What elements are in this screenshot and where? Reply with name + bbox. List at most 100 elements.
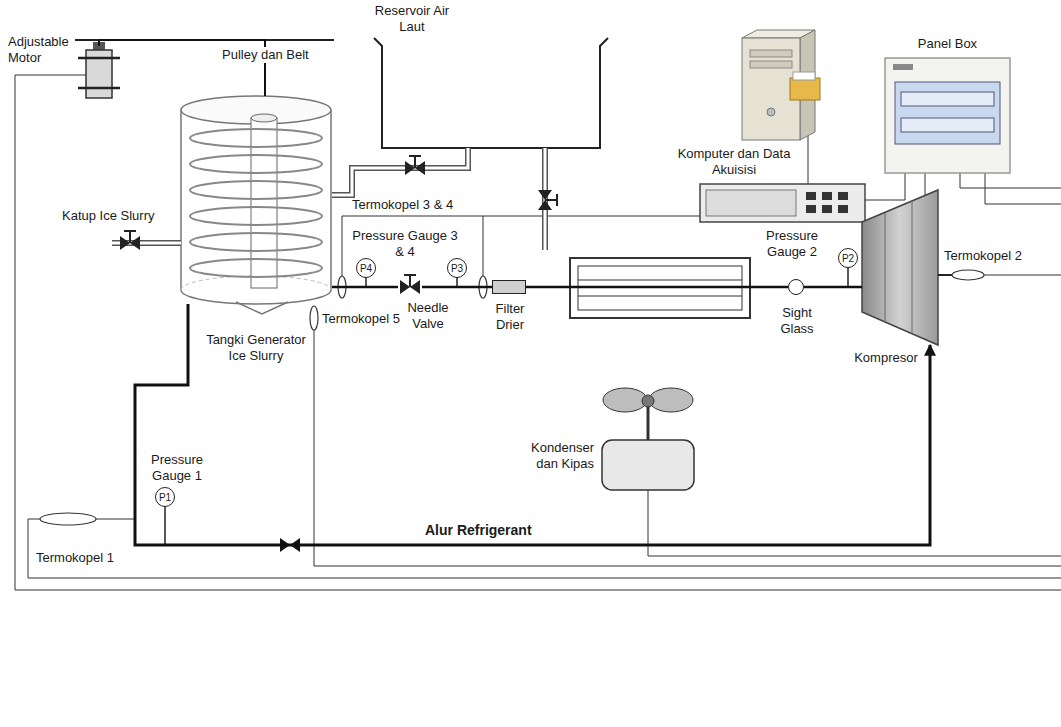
computer-tower	[742, 30, 820, 140]
data-acquisition-part	[838, 205, 848, 213]
edge-label: Alur Refrigerant	[422, 522, 535, 538]
generator-tank-part	[190, 155, 322, 173]
callout-label: Termokopel 3 & 4	[352, 197, 453, 213]
gauge-stubs-part	[456, 277, 458, 287]
signal-wires-part	[314, 330, 1061, 566]
refrigerant-line	[526, 286, 788, 289]
pipe-connector	[332, 148, 468, 195]
compressor-part	[912, 201, 913, 334]
fan-box-node: Kondenser dan Kipas	[602, 440, 694, 490]
generator-tank-part	[251, 118, 277, 288]
signal-wires-part	[985, 173, 1061, 204]
callout-label: Pressure Gauge 2	[752, 228, 832, 260]
pressure-gauge: P4	[356, 258, 376, 278]
computer-tower-part	[790, 78, 820, 100]
panel-box-part	[893, 64, 913, 70]
generator-tank-part	[190, 259, 322, 277]
inline-valves-part	[414, 156, 416, 168]
part-label: Filter Drier	[485, 301, 535, 333]
pressure-gauge: P2	[838, 248, 858, 268]
callout-label: Pressure Gauge 3 & 4	[350, 228, 460, 260]
thermocouples-part	[310, 306, 318, 330]
generator-tank-part	[190, 129, 322, 147]
needle-valve-symbol-part	[404, 274, 416, 276]
data-acquisition-part	[806, 205, 816, 213]
seawater-reservoir-part	[545, 199, 557, 201]
part-label: Kompresor	[848, 350, 924, 366]
signal-wires-part	[984, 275, 1061, 276]
data-acquisition-part	[706, 190, 796, 216]
signal-wires-part	[925, 173, 926, 196]
part-label: Needle Valve	[398, 300, 458, 332]
panel-box-part	[901, 92, 994, 106]
gauge-label: P1	[159, 492, 171, 503]
part-label: Tangki Generator Ice Slurry	[200, 332, 312, 364]
generator-tank-part	[181, 290, 331, 304]
pressure-gauge: P3	[447, 258, 467, 278]
gauge-stubs-part	[365, 277, 367, 287]
data-acquisition-part	[838, 192, 848, 200]
condenser-part	[578, 280, 742, 281]
generator-tank-part	[190, 207, 322, 225]
seawater-reservoir	[374, 38, 608, 250]
motor-node: Adjustable Motor	[84, 46, 114, 100]
thermocouples-part	[952, 270, 984, 280]
refrigerant-line	[332, 286, 398, 289]
daq-node: Komputer dan Data Akuisisi	[700, 184, 865, 222]
compressor-part	[885, 213, 886, 322]
panel-box	[885, 58, 1010, 173]
compressor	[862, 190, 952, 345]
gauge-label: P2	[842, 253, 854, 264]
generator-tank-part	[251, 114, 277, 122]
ice-slurry-valve-part	[124, 230, 136, 232]
sight-glass: Sight Glass	[788, 279, 804, 295]
motor-part	[265, 39, 334, 41]
generator-tank-part	[236, 302, 288, 314]
pipe-bore	[332, 148, 468, 195]
motor	[75, 40, 334, 98]
thermocouples-part	[96, 518, 135, 519]
refrigerant-line	[422, 286, 492, 289]
condenser-fan	[602, 388, 694, 490]
filter-drier: Filter Drier	[492, 280, 526, 294]
panel-box-part	[885, 58, 1010, 173]
part-label: Sight Glass	[777, 305, 817, 337]
computer-tower-part	[767, 108, 775, 116]
ice-slurry-valve-part	[129, 231, 131, 243]
signal-wires-part	[28, 519, 1061, 578]
generator-tank	[181, 96, 331, 314]
condenser-fan-part	[649, 388, 693, 412]
condenser-fan-part	[602, 440, 694, 490]
callout-label: Termokopel 1	[36, 550, 114, 566]
callout-label: Termokopel 5	[322, 311, 400, 327]
inline-valves	[280, 156, 425, 552]
part-label: Komputer dan Data Akuisisi	[666, 146, 802, 178]
gauge-label: P4	[360, 263, 372, 274]
panel-node: Panel Box	[885, 58, 1010, 173]
computer-tower-part	[750, 61, 792, 68]
callout-label: Pressure Gauge 1	[142, 452, 212, 484]
signal-wires-part	[960, 173, 1061, 188]
compressor-node: Kompresor	[862, 190, 938, 345]
seawater-reservoir-part	[556, 194, 558, 206]
inline-valves-part	[409, 155, 421, 157]
compressor-part	[862, 190, 938, 345]
part-label: Kondenser dan Kipas	[508, 440, 594, 472]
needle-valve-symbol-part	[409, 275, 411, 287]
needle-valve-symbol	[400, 275, 420, 294]
reservoir-node: Reservoir Air Laut	[382, 44, 600, 148]
signal-wires-part	[808, 136, 809, 184]
data-acquisition-part	[822, 192, 832, 200]
pressure-gauge: P1	[155, 487, 175, 507]
signal-wires-part	[865, 173, 905, 200]
signal-wires-part	[483, 216, 484, 276]
generator-tank-part	[330, 110, 332, 290]
motor-part	[75, 39, 99, 41]
thermocouples-part	[40, 513, 96, 525]
gauge-stubs-part	[847, 267, 849, 287]
data-acquisition	[700, 184, 865, 222]
thermocouples	[40, 270, 984, 525]
motor-part	[78, 57, 120, 60]
needle-valve: Needle Valve	[398, 278, 422, 296]
panel-box-part	[895, 82, 1000, 144]
